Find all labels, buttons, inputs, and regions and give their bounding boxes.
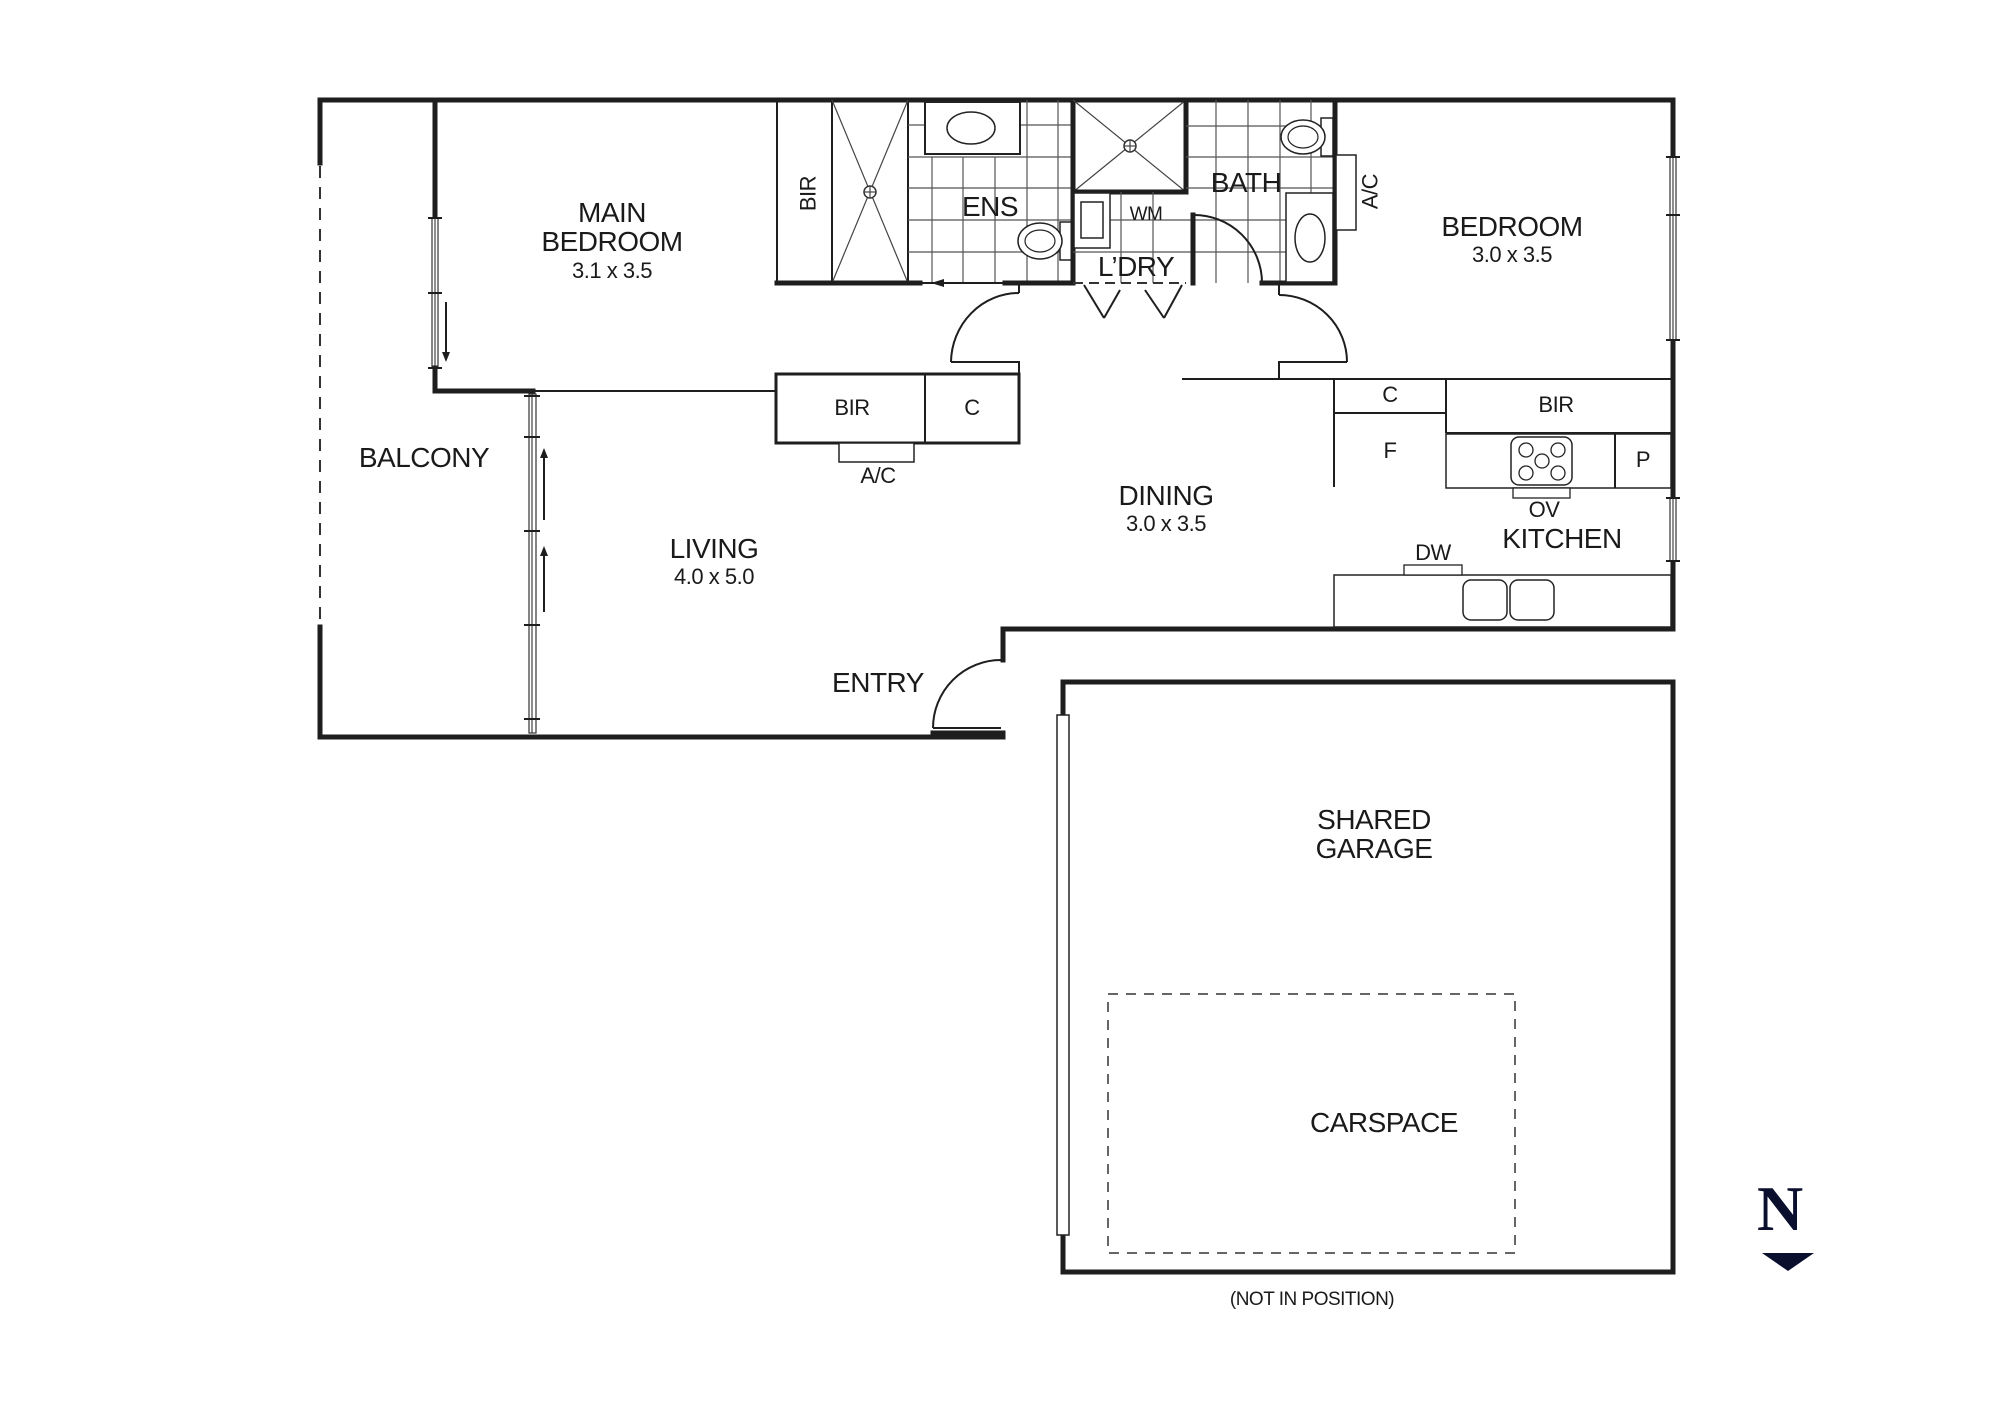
main-bedroom-door [950, 283, 1020, 374]
dining-name: DINING [1118, 480, 1215, 511]
bedroom-door [1182, 283, 1673, 380]
fixture-cupboard-living: C [964, 395, 980, 420]
fixture-oven: OV [1528, 497, 1560, 522]
room-label-dining: DINING 3.0 x 3.5 [1118, 480, 1215, 537]
bedroom-name: BEDROOM [1441, 211, 1583, 242]
fixture-pantry: P [1635, 447, 1651, 472]
bedroom-size: 3.0 x 3.5 [1472, 242, 1552, 268]
garage-name-2: GARAGE [1315, 833, 1433, 865]
room-label-bedroom: BEDROOM 3.0 x 3.5 [1441, 211, 1583, 268]
fixture-ac-living: A/C [860, 463, 896, 488]
dining-size: 3.0 x 3.5 [1126, 511, 1206, 537]
right-windows [1666, 156, 1680, 562]
kitchen-block [1333, 379, 1672, 628]
fixture-ac-bedroom: A/C [1357, 173, 1383, 210]
room-label-kitchen: KITCHEN [1502, 523, 1622, 554]
main-bedroom-west-wall [428, 97, 776, 394]
fixture-bir-main-bedroom: BIR [795, 175, 821, 212]
entry-door [932, 659, 1002, 729]
bath-laundry-block [1070, 97, 1357, 319]
room-label-garage: SHARED GARAGE [1316, 805, 1433, 864]
main-bedroom-name-1: MAIN [578, 197, 647, 228]
fixture-bir-living: BIR [834, 395, 870, 420]
fixture-washing-machine: WM [1129, 204, 1163, 225]
fixture-fridge: F [1383, 438, 1397, 463]
fixture-bir-bedroom: BIR [1538, 392, 1574, 417]
north-label: N [1757, 1173, 1804, 1244]
room-label-carspace: CARSPACE [1310, 1107, 1458, 1138]
garage-name-1: SHARED [1317, 804, 1431, 835]
room-label-main-bedroom: MAIN BEDROOM 3.1 x 3.5 [541, 197, 683, 283]
living-sliding-door [524, 393, 548, 734]
room-label-laundry: L’DRY [1097, 251, 1175, 282]
living-name: LIVING [669, 533, 759, 564]
room-label-entry: ENTRY [832, 667, 924, 698]
room-label-bath: BATH [1210, 167, 1282, 198]
north-arrow-icon [1762, 1253, 1814, 1271]
room-label-living: LIVING 4.0 x 5.0 [669, 533, 759, 590]
room-label-balcony: BALCONY [358, 442, 490, 473]
main-bedroom-name-2: BEDROOM [541, 226, 683, 258]
garage [1056, 679, 1676, 1275]
room-label-ensuite: ENS [961, 191, 1019, 222]
living-bir-block [774, 372, 1021, 463]
living-size: 4.0 x 5.0 [674, 564, 754, 590]
garage-note: (NOT IN POSITION) [1229, 1289, 1395, 1310]
outer-walls [317, 97, 1676, 740]
main-bedroom-size: 3.1 x 3.5 [572, 257, 652, 283]
ensuite-block [774, 97, 1076, 287]
fixture-cupboard-kitchen: C [1382, 382, 1398, 407]
fixture-dishwasher: DW [1415, 540, 1451, 565]
